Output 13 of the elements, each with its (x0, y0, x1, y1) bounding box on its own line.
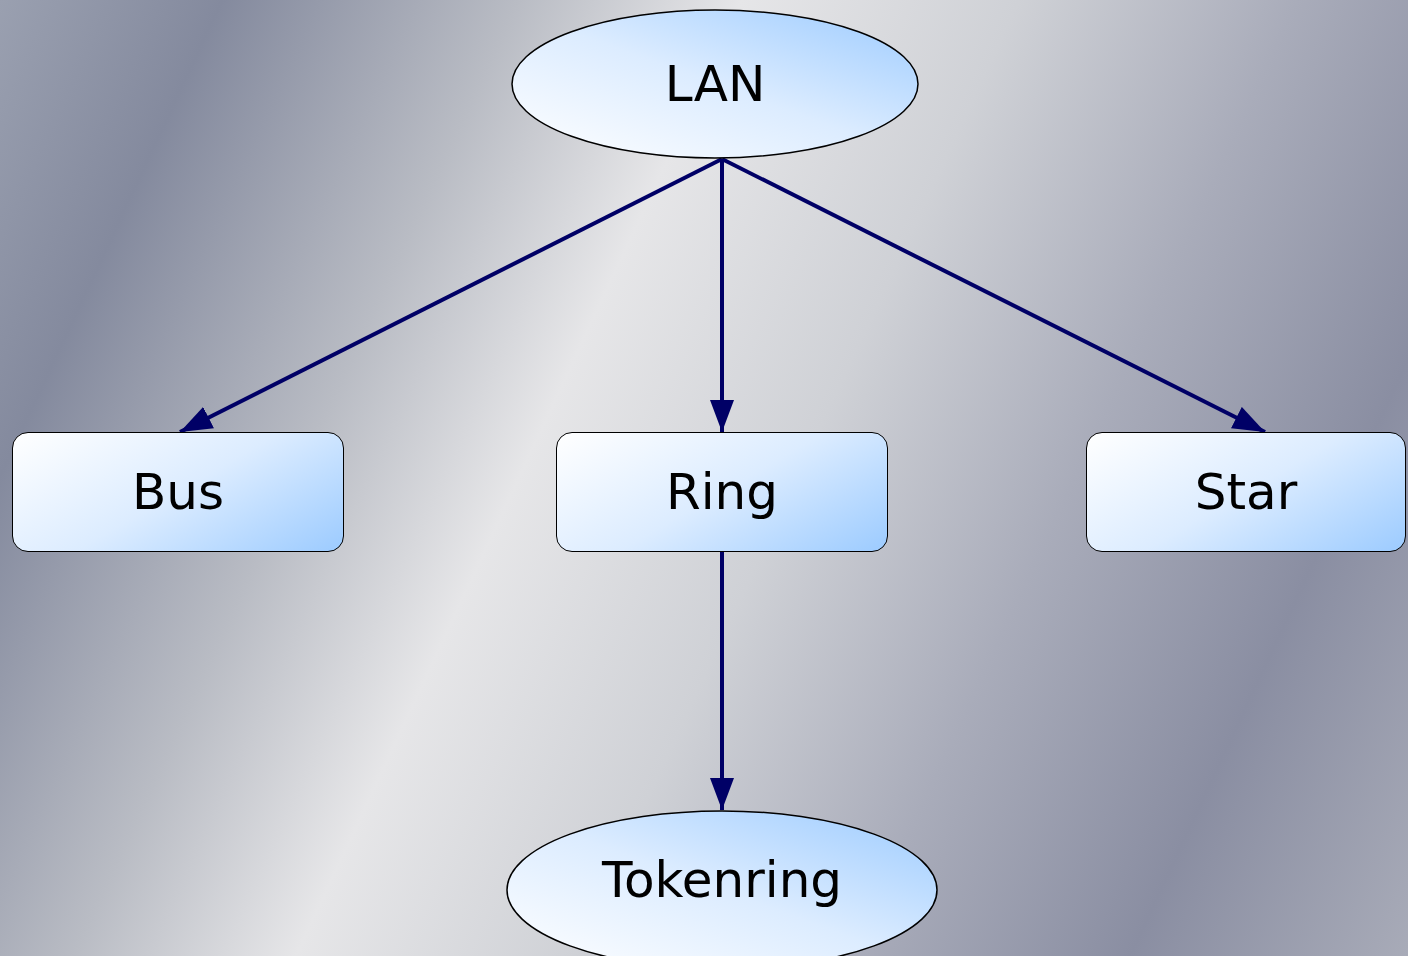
ellipse-node (511, 9, 919, 159)
arrow (721, 157, 1266, 434)
rounded-box (1086, 432, 1406, 552)
rounded-box (12, 432, 344, 552)
arrow (179, 157, 723, 434)
node-label: LAN (664, 53, 766, 115)
arrow (710, 159, 734, 432)
node-label: Star (1194, 461, 1298, 523)
node-label: Bus (131, 461, 224, 523)
rounded-box (556, 432, 888, 552)
arrow (710, 552, 734, 810)
node-label: Ring (665, 461, 779, 523)
node-label: Tokenring (601, 849, 843, 911)
